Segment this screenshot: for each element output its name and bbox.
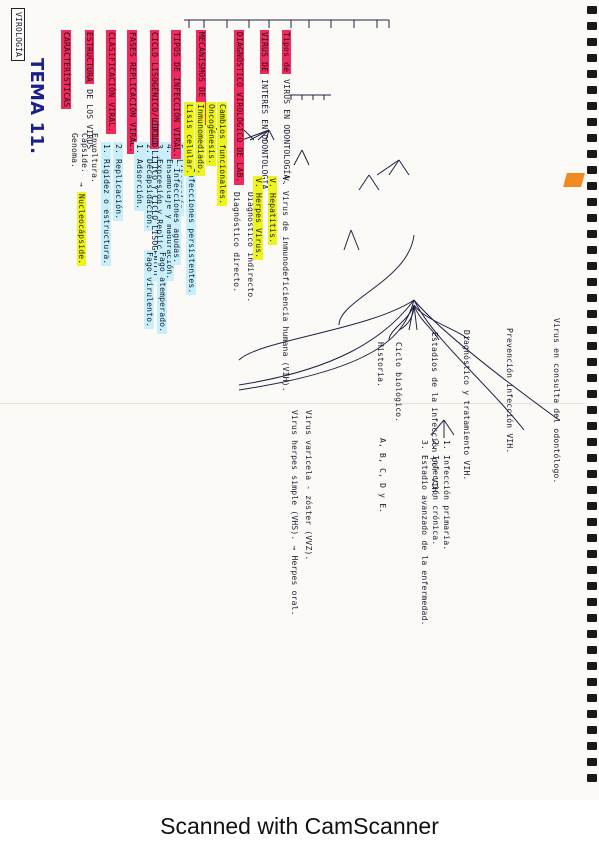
title-box: VIROLOGÍA	[11, 8, 25, 62]
binding-hole	[587, 70, 597, 78]
binding-hole	[587, 646, 597, 654]
virus-vih: V. Virus de inmunodeficiencia humana (VI…	[281, 176, 290, 392]
binding-hole	[587, 22, 597, 30]
fago-atemperado: Fago atemperado.	[157, 250, 167, 335]
binding-hole	[587, 550, 597, 558]
binding-hole	[587, 630, 597, 638]
fase-1: 1. Adsorción.	[134, 142, 144, 212]
binding-hole	[587, 214, 597, 222]
mecanismo-lisis: Lisis celular.	[184, 102, 194, 177]
binding-hole	[587, 454, 597, 462]
vih-ciclo: Ciclo biológico.	[394, 342, 403, 423]
binding-hole	[587, 326, 597, 334]
binding-hole	[587, 150, 597, 158]
binding-hole	[587, 262, 597, 270]
branch-tipos-virus: Tipos de VIRUS EN ODONTOLOGÍA.	[282, 30, 291, 185]
vih-diagnostico: Diagnóstico y tratamiento VIH.	[462, 330, 471, 481]
herpes-varicela: Virus varicela - zóster (VVZ).	[304, 410, 313, 561]
binding-hole	[587, 54, 597, 62]
binding-hole	[587, 438, 597, 446]
estructura-capside: Cápside.	[80, 133, 89, 174]
binding-hole	[587, 118, 597, 126]
hepatitis-tipos: A, B, C, D y E.	[378, 438, 387, 514]
binding-hole	[587, 166, 597, 174]
herpes-simple: Virus herpes simple (VHS). → Herpes oral…	[290, 410, 299, 616]
binding-hole	[587, 662, 597, 670]
binding-hole	[587, 726, 597, 734]
vih-prevencion: Prevención infección VIH.	[505, 328, 514, 454]
diagnostico-directo: Diagnóstico directo.	[232, 192, 241, 293]
binding-hole	[587, 6, 597, 14]
binding-hole	[587, 182, 597, 190]
binding-hole	[587, 134, 597, 142]
page-title: TEMA 11.	[26, 58, 47, 155]
estadio-3: 3. Estadio avanzado de la enfermedad.	[420, 440, 429, 626]
binding-hole	[587, 566, 597, 574]
binding-hole	[587, 582, 597, 590]
binding-hole	[587, 310, 597, 318]
binding-hole	[587, 230, 597, 238]
binding-hole	[587, 678, 597, 686]
binding-hole	[587, 518, 597, 526]
binding-hole	[587, 358, 597, 366]
binding-hole	[587, 342, 597, 350]
mecanismo-inmunomediado: Inmunomediado.	[195, 102, 205, 177]
branch-clasificacion: CLASIFICACIÓN VIRAL.	[106, 30, 116, 135]
fago-virulento: Fago virulento.	[144, 250, 154, 330]
binding-hole	[587, 614, 597, 622]
branch-caracteristicas: CARACTERÍSTICAS	[61, 30, 71, 110]
virus-herpes: V. Herpes Virus.	[253, 176, 263, 261]
mecanismo-oncogenesis: Oncogénesis.	[206, 102, 216, 167]
binding-hole	[587, 742, 597, 750]
branch-virus-interes: VIRUS DE INTERÉS EN ODONTOLOGÍA.	[260, 30, 269, 195]
estadio-2: 2. Infección crónica.	[431, 440, 440, 546]
binding-hole	[587, 198, 597, 206]
binding-hole	[587, 294, 597, 302]
binding-hole	[587, 390, 597, 398]
mind-map-connectors	[184, 19, 560, 438]
virus-consulta: Virus en consulta del odontólogo.	[552, 318, 561, 484]
vih-historia: Historia.	[376, 342, 385, 388]
clasificacion-1: 1. Rigidez o estructura.	[101, 142, 111, 267]
rotated-mind-map: VIROLOGÍA TEMA 11. CARACTERÍSTICAS ESTRU…	[11, 8, 561, 626]
binding-hole	[587, 86, 597, 94]
branch-diagnostico: DIAGNÓSTICO VIROLÓGICO DE LAB.	[234, 30, 244, 185]
binding-hole	[587, 758, 597, 766]
binding-hole	[587, 278, 597, 286]
binding-hole	[587, 102, 597, 110]
binding-hole	[587, 774, 597, 782]
binding-hole	[587, 38, 597, 46]
binding-hole	[587, 502, 597, 510]
clasificacion-2: 2. Replicación.	[113, 142, 123, 222]
mecanismo-cambios: Cambios funcionales.	[217, 102, 227, 207]
binding-hole	[587, 694, 597, 702]
binding-hole	[587, 486, 597, 494]
binding-hole	[587, 470, 597, 478]
infecciones-persistentes: Infecciones persistentes.	[186, 166, 196, 296]
infecciones-agudas: Infecciones agudas.	[171, 166, 181, 266]
notebook-page: VIROLOGÍA TEMA 11. CARACTERÍSTICAS ESTRU…	[0, 6, 597, 782]
binding-hole	[587, 534, 597, 542]
estructura-envoltura: Envoltura.	[90, 133, 99, 184]
binding-hole	[587, 246, 597, 254]
branch-tipos-infeccion: TIPOS DE INFECCIÓN VIRAL.	[171, 30, 181, 160]
estadio-1: 1. Infección primaria.	[442, 440, 451, 551]
binding-hole	[587, 710, 597, 718]
binding-hole	[587, 406, 597, 414]
estructura-nucleocapside: → Nucleocápside.	[77, 182, 86, 267]
scanner-watermark: Scanned with CamScanner	[160, 813, 439, 839]
binding-hole	[587, 374, 597, 382]
binding-hole	[587, 422, 597, 430]
estructura-genoma: Genoma.	[70, 133, 79, 169]
branch-fases: FASES REPLICACIÓN VIRAL.	[127, 30, 137, 155]
binding-hole	[587, 598, 597, 606]
virus-hepatitis: V. Hepatitis.	[268, 176, 277, 246]
page-fold-line	[0, 403, 585, 404]
branch-estructura: ESTRUCTURA DE LOS VIRUS	[85, 30, 94, 150]
